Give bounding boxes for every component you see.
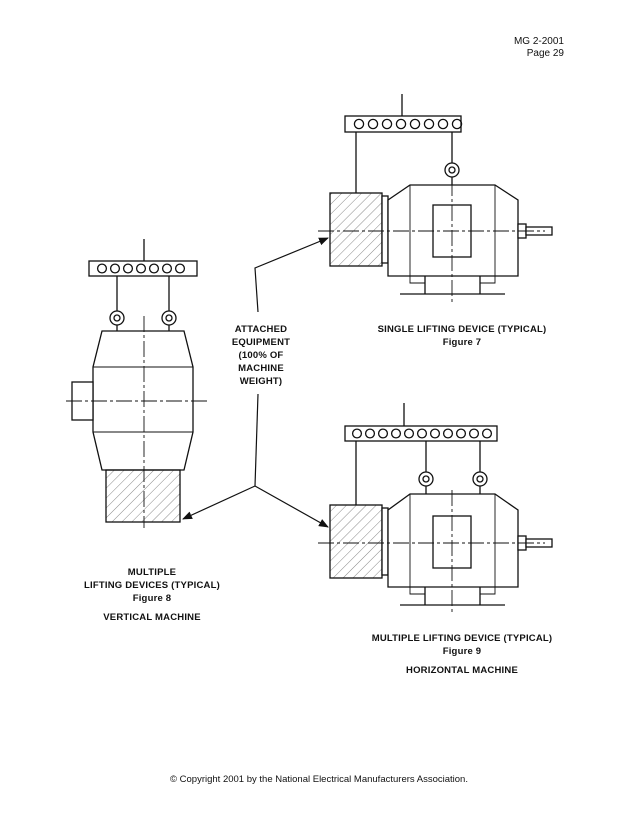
attached-equipment-hatched	[329, 504, 383, 579]
figure-8-caption: MULTIPLE LIFTING DEVICES (TYPICAL) Figur…	[64, 566, 240, 624]
copyright-footer: © Copyright 2001 by the National Electri…	[170, 774, 468, 785]
figure-title: VERTICAL MACHINE	[103, 612, 201, 623]
caption-text: MULTIPLE	[127, 567, 177, 578]
figure-9-caption: MULTIPLE LIFTING DEVICE (TYPICAL) Figure…	[357, 632, 567, 677]
figure-number: Figure 9	[442, 646, 482, 657]
figure-7-caption: SINGLE LIFTING DEVICE (TYPICAL) Figure 7	[357, 323, 567, 349]
arrow-to-figure-7	[254, 237, 329, 313]
caption-text: SINGLE LIFTING DEVICE (TYPICAL)	[377, 324, 547, 335]
arrow-to-figure-8	[182, 485, 256, 520]
figure-7-horizontal-motor-single-lift	[318, 94, 553, 304]
spreader-bar	[88, 260, 198, 277]
caption-text: MULTIPLE LIFTING DEVICE (TYPICAL)	[371, 633, 553, 644]
arrow-to-figure-9	[254, 485, 329, 528]
figure-number: Figure 8	[132, 593, 172, 604]
label-line: EQUIPMENT	[231, 337, 291, 348]
lifting-eye-right	[161, 310, 177, 331]
arrow-stem	[254, 393, 259, 487]
leader-arrows	[182, 237, 329, 528]
spreader-bar	[344, 425, 498, 442]
attached-equipment-hatched	[329, 192, 383, 267]
lifting-eye-left	[109, 310, 125, 331]
centerlines	[66, 316, 210, 528]
figure-8-vertical-motor-multiple-lift	[66, 239, 210, 528]
attached-equipment-label: ATTACHED EQUIPMENT (100% OF MACHINE WEIG…	[226, 323, 296, 388]
document-id: MG 2-2001	[513, 36, 564, 47]
motor-frame	[387, 493, 553, 606]
caption-text: LIFTING DEVICES (TYPICAL)	[84, 580, 220, 591]
centerlines	[318, 180, 545, 304]
motor-frame	[71, 330, 194, 471]
figure-9-horizontal-motor-multiple-lift	[318, 403, 553, 615]
centerlines	[318, 490, 545, 615]
lifting-eye-right	[472, 471, 488, 494]
label-line: WEIGHT)	[239, 376, 283, 387]
motor-frame	[387, 184, 553, 295]
page-number: Page 29	[526, 48, 564, 59]
page-header: MG 2-2001 Page 29	[514, 36, 564, 60]
figure-title: HORIZONTAL MACHINE	[406, 665, 518, 676]
label-line: ATTACHED	[234, 324, 288, 335]
spreader-bar	[344, 115, 463, 133]
label-line: MACHINE	[238, 363, 284, 374]
lifting-eye-left	[418, 471, 434, 494]
attached-equipment-hatched	[105, 469, 181, 523]
figure-number: Figure 7	[442, 337, 482, 348]
label-line: (100% OF	[238, 350, 284, 361]
